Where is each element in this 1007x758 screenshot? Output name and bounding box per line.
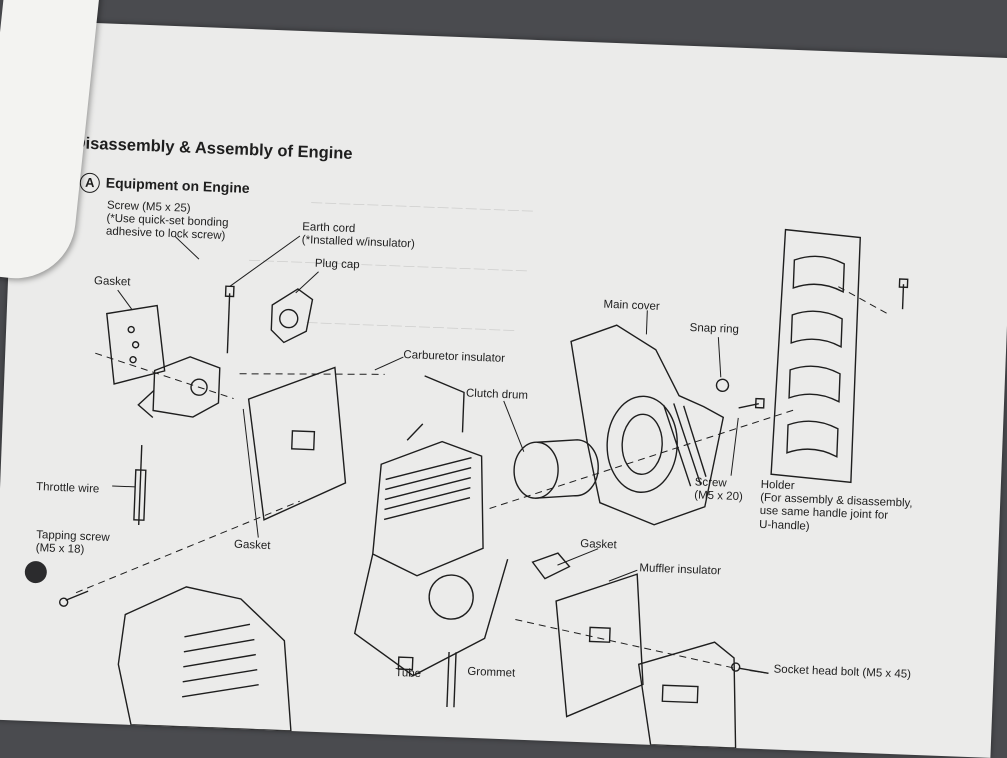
clutch-drum <box>513 439 599 499</box>
socket-head-bolt <box>730 662 769 674</box>
tube <box>397 656 414 671</box>
tapping-screw <box>58 590 89 607</box>
carb-insulator-plate <box>247 366 347 521</box>
plug-cap <box>270 288 314 344</box>
carburetor <box>133 356 221 526</box>
screw-top <box>224 285 235 354</box>
screw-right <box>738 397 765 409</box>
holder-box <box>770 228 909 484</box>
fan-housing <box>117 586 292 732</box>
leader-lines <box>112 235 769 674</box>
manual-page: — — — — — — — — — — — — — — — — — — — — … <box>0 20 1007 758</box>
gasket-right <box>531 552 571 580</box>
main-cover <box>570 324 725 526</box>
snap-ring <box>715 378 730 393</box>
engine-cylinder <box>353 375 509 677</box>
grommet <box>446 651 457 708</box>
assembly-axes <box>75 286 888 669</box>
muffler <box>637 641 737 749</box>
exploded-engine-diagram <box>58 228 909 749</box>
muffler-insulator <box>555 573 644 718</box>
gasket-plate <box>106 304 166 385</box>
